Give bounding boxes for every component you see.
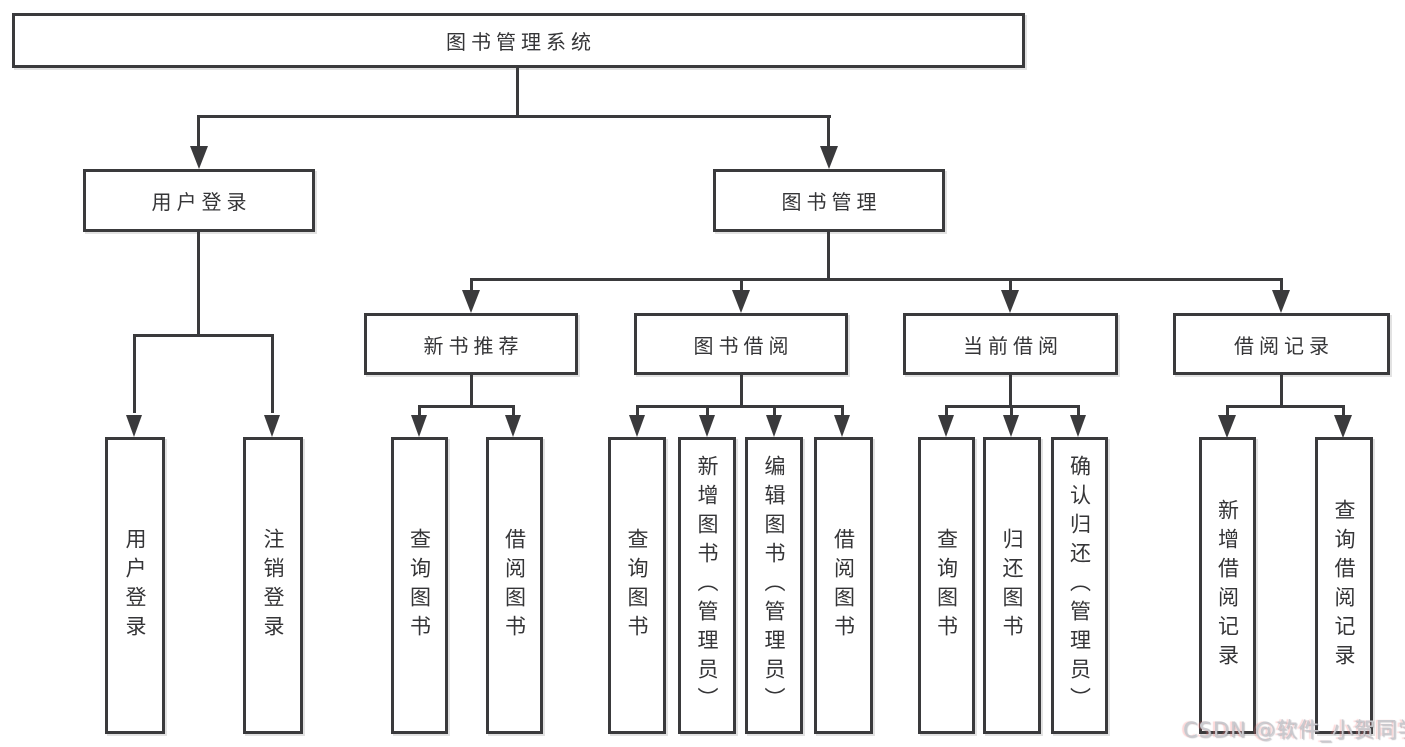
leaf-newrec-query-books-label: 查询图书 <box>407 527 432 644</box>
leaf-edit-books-admin: 编辑图书（管理员） <box>745 437 803 734</box>
node-user-login: 用户登录 <box>83 169 315 232</box>
arrow-down-icon <box>190 146 208 169</box>
arrow-down-icon <box>462 290 480 313</box>
leaf-user-login-label: 用户登录 <box>123 527 147 644</box>
arrow-down-icon <box>938 415 954 437</box>
connector-line <box>636 405 844 408</box>
leaf-logout: 注销登录 <box>243 437 303 734</box>
arrow-down-icon <box>411 415 427 437</box>
connector-line <box>706 405 709 419</box>
connector-line <box>827 115 830 149</box>
leaf-query-borrow-record: 查询借阅记录 <box>1315 437 1373 734</box>
arrow-down-icon <box>699 415 715 437</box>
leaf-add-borrow-record: 新增借阅记录 <box>1199 437 1256 734</box>
leaf-confirm-return-admin-label: 确认归还（管理员） <box>1067 455 1092 716</box>
connector-line <box>945 405 948 419</box>
connector-line <box>1226 405 1345 408</box>
node-book-borrow: 图书借阅 <box>634 313 848 375</box>
leaf-newrec-borrow-books: 借阅图书 <box>486 437 543 734</box>
leaf-newrec-borrow-books-label: 借阅图书 <box>502 527 527 644</box>
connector-line <box>841 405 844 419</box>
connector-line <box>418 405 515 408</box>
connector-line <box>197 232 200 337</box>
node-new-book-recommend: 新书推荐 <box>364 313 578 375</box>
connector-line <box>512 405 515 419</box>
arrow-down-icon <box>505 415 521 437</box>
connector-line <box>418 405 421 419</box>
connector-line <box>271 334 274 413</box>
arrow-down-icon <box>1272 290 1290 313</box>
arrow-down-icon <box>766 415 782 437</box>
connector-line <box>1226 405 1229 419</box>
connector-line <box>1009 375 1012 407</box>
arrow-down-icon <box>1003 415 1019 437</box>
arrow-down-icon <box>126 415 142 437</box>
csdn-watermark: CSDN @软件_小贺同学 <box>1183 718 1405 742</box>
connector-line <box>827 232 830 280</box>
arrow-down-icon <box>264 415 280 437</box>
leaf-current-query-books: 查询图书 <box>918 437 975 734</box>
leaf-newrec-query-books: 查询图书 <box>391 437 448 734</box>
connector-line <box>636 405 639 419</box>
arrow-down-icon <box>1218 415 1236 438</box>
connector-line <box>773 405 776 419</box>
connector-line <box>197 115 200 149</box>
connector-line <box>1280 375 1283 407</box>
leaf-borrow-books: 借阅图书 <box>814 437 873 734</box>
connector-line <box>133 334 136 413</box>
leaf-user-login: 用户登录 <box>105 437 165 734</box>
leaf-add-books-admin: 新增图书（管理员） <box>678 437 736 734</box>
connector-line <box>470 278 1282 281</box>
connector-line <box>1342 405 1345 419</box>
leaf-return-books: 归还图书 <box>983 437 1041 734</box>
leaf-add-borrow-record-label: 新增借阅记录 <box>1215 498 1240 673</box>
leaf-edit-books-admin-label: 编辑图书（管理员） <box>762 455 786 716</box>
connector-line <box>1280 278 1283 294</box>
leaf-borrow-books-label: 借阅图书 <box>831 527 856 644</box>
connector-line <box>1009 278 1012 294</box>
connector-line <box>470 375 473 407</box>
connector-line <box>1010 405 1013 419</box>
leaf-add-books-admin-label: 新增图书（管理员） <box>695 455 719 716</box>
connector-line <box>470 278 473 294</box>
leaf-return-books-label: 归还图书 <box>1000 527 1024 644</box>
arrow-down-icon <box>1334 415 1352 438</box>
connector-line <box>740 375 743 407</box>
arrow-down-icon <box>732 290 750 313</box>
node-current-borrow: 当前借阅 <box>903 313 1118 375</box>
connector-line <box>133 334 274 337</box>
node-root: 图书管理系统 <box>12 13 1025 68</box>
arrow-down-icon <box>820 146 838 169</box>
leaf-logout-label: 注销登录 <box>261 527 285 644</box>
node-borrow-record: 借阅记录 <box>1173 313 1390 375</box>
connector-line <box>1077 405 1080 419</box>
arrow-down-icon <box>834 415 850 437</box>
arrow-down-icon <box>629 415 645 437</box>
leaf-confirm-return-admin: 确认归还（管理员） <box>1051 437 1108 734</box>
leaf-borrow-query-books-label: 查询图书 <box>625 527 649 644</box>
leaf-query-borrow-record-label: 查询借阅记录 <box>1332 498 1356 673</box>
node-book-management: 图书管理 <box>713 169 945 232</box>
connector-line <box>198 115 831 118</box>
arrow-down-icon <box>1001 290 1019 313</box>
arrow-down-icon <box>1070 415 1086 437</box>
connector-line <box>740 278 743 294</box>
leaf-borrow-query-books: 查询图书 <box>608 437 666 734</box>
leaf-current-query-books-label: 查询图书 <box>934 527 959 644</box>
connector-line <box>516 68 519 118</box>
